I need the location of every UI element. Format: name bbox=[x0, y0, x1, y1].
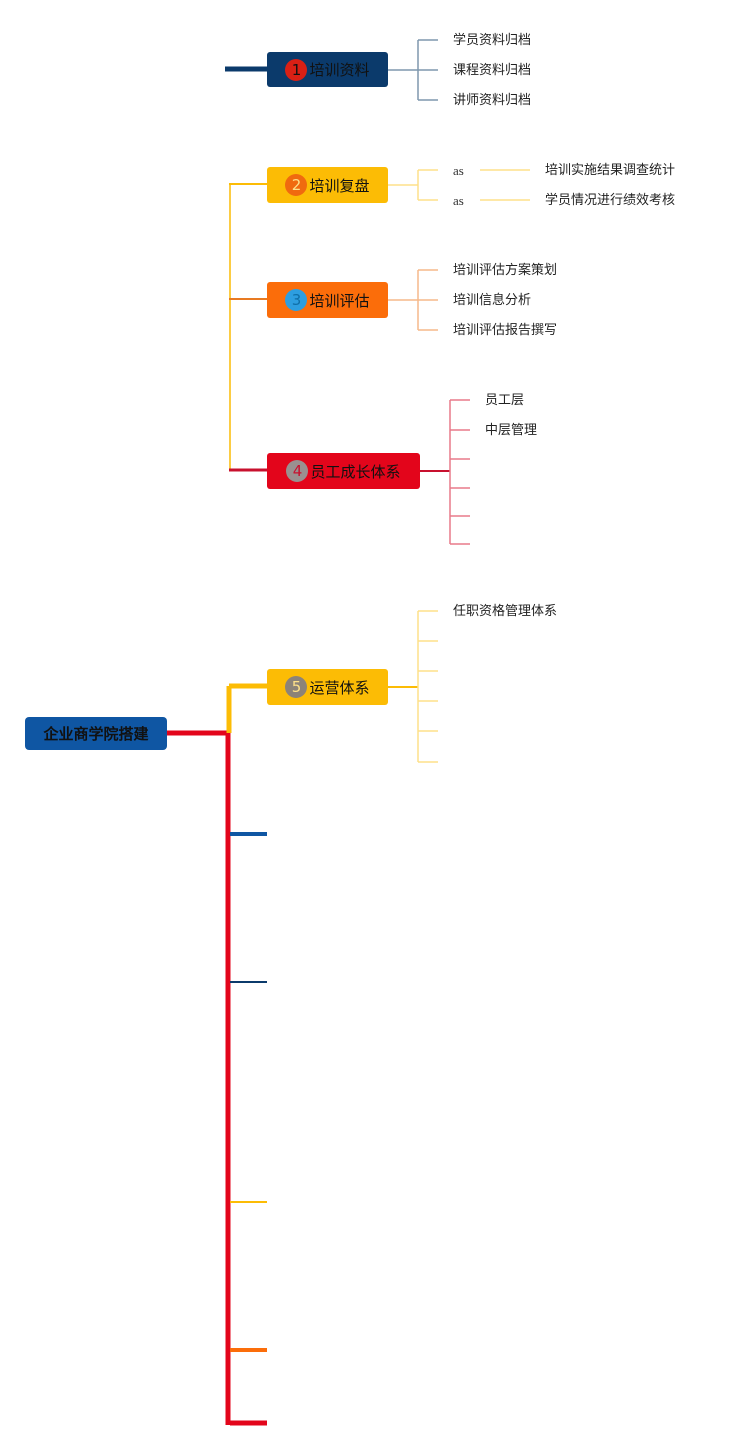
topic2-label: 培训复盘 bbox=[309, 176, 370, 195]
topic4-child-1[interactable]: 员工层 bbox=[485, 393, 525, 408]
topic4-label: 员工成长体系 bbox=[310, 462, 401, 481]
topic-training-review[interactable]: 2 培训复盘 bbox=[267, 167, 388, 203]
topic2-child-1[interactable]: as bbox=[453, 163, 464, 178]
topic-employee-growth[interactable]: 4 员工成长体系 bbox=[267, 453, 420, 489]
topic3-badge: 3 bbox=[285, 289, 308, 311]
topic5-label: 运营体系 bbox=[309, 678, 370, 697]
topic3-label: 培训评估 bbox=[309, 291, 370, 310]
topic1-child-1[interactable]: 学员资料归档 bbox=[453, 33, 532, 48]
topic2-child-1-sub[interactable]: 培训实施结果调查统计 bbox=[545, 163, 676, 178]
topic3-child-lines bbox=[388, 269, 438, 331]
topic1-child-2[interactable]: 课程资料归档 bbox=[453, 63, 532, 78]
topic5-child-1[interactable]: 任职资格管理体系 bbox=[453, 604, 558, 619]
topic2-badge: 2 bbox=[285, 174, 308, 196]
topic4-child-lines bbox=[420, 399, 470, 545]
topic3-child-1[interactable]: 培训评估方案策划 bbox=[453, 263, 558, 278]
topic4-child-2[interactable]: 中层管理 bbox=[485, 423, 538, 438]
topic4-badge: 4 bbox=[286, 460, 309, 482]
topic5-child-lines bbox=[388, 610, 438, 763]
topic3-child-3[interactable]: 培训评估报告撰写 bbox=[453, 323, 558, 338]
topic2-child-lines bbox=[388, 169, 530, 201]
topic1-child-lines bbox=[388, 39, 438, 101]
topic5-badge: 5 bbox=[285, 676, 308, 698]
root-node[interactable]: 企业商学院搭建 bbox=[25, 717, 167, 750]
topic1-child-3[interactable]: 讲师资料归档 bbox=[453, 93, 532, 108]
topic2-child-2[interactable]: as bbox=[453, 193, 464, 208]
root-label: 企业商学院搭建 bbox=[43, 725, 149, 743]
topic-training-evaluation[interactable]: 3 培训评估 bbox=[267, 282, 388, 318]
topic-training-materials[interactable]: 1 培训资料 bbox=[267, 52, 388, 87]
topic2-child-2-sub[interactable]: 学员情况进行绩效考核 bbox=[545, 193, 676, 208]
topic-operations-system[interactable]: 5 运营体系 bbox=[267, 669, 388, 705]
topic3-child-2[interactable]: 培训信息分析 bbox=[453, 293, 532, 308]
topic1-label: 培训资料 bbox=[309, 61, 370, 79]
topic1-badge: 1 bbox=[285, 58, 308, 81]
